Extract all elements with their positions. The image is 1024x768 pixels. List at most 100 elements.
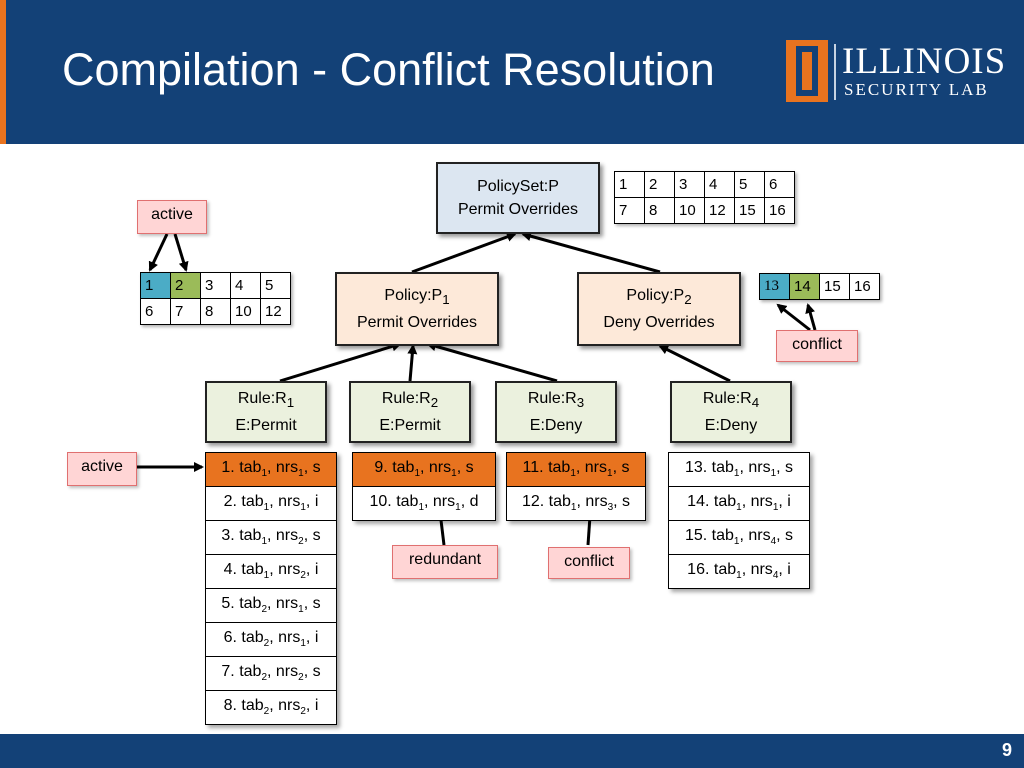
rule-r4-list: 13. tab1, nrs1, s 14. tab1, nrs1, i 15. … [668,452,810,589]
list-item: 1. tab1, nrs1, s [205,452,337,487]
logo-wordmark-line1: ILLINOIS [842,41,1007,82]
redundant-label: redundant [392,545,498,579]
list-item-cell: 4. tab1, nrs2, i [205,554,337,589]
list-item-cell: 11. tab1, nrs1, s [506,452,646,487]
table-cell-conflict: 14 [789,273,820,300]
table-cell: 1 [614,171,645,198]
list-item: 11. tab1, nrs1, s [506,452,646,487]
list-item: 5. tab2, nrs1, s [205,588,337,623]
arrow-active-top-1 [148,233,169,272]
policy-p1-node: Policy:P1 Permit Overrides [335,272,499,346]
rule-r1-name: Rule:R1 [237,389,295,411]
list-item: 2. tab1, nrs1, i [205,486,337,521]
table-row: 6 7 8 10 12 [140,298,291,325]
edge-r1-to-p1 [279,341,402,383]
rule-r2-effect: E:Permit [379,417,441,435]
table-cell: 4 [704,171,735,198]
header-accent-stripe [0,0,6,144]
edge-p2-to-policyset [521,231,661,274]
table-cell: 7 [614,197,645,224]
policyset-node: PolicySet:P Permit Overrides [436,162,600,234]
table-cell: 10 [674,197,705,224]
list-item-cell: 1. tab1, nrs1, s [205,452,337,487]
list-item: 15. tab1, nrs4, s [668,520,810,555]
list-item: 12. tab1, nrs3, s [506,486,646,521]
list-item: 7. tab2, nrs2, s [205,656,337,691]
table-cell: 7 [170,298,201,325]
rule-r3-node: Rule:R3 E:Deny [495,381,617,443]
rule-r3-name: Rule:R3 [527,389,585,411]
arrow-active-top-2 [173,233,189,272]
list-item: 14. tab1, nrs1, i [668,486,810,521]
arrow-conflict-right-1 [776,303,811,332]
rule-r3-list: 11. tab1, nrs1, s 12. tab1, nrs3, s [506,452,646,521]
table-cell: 8 [644,197,675,224]
list-item: 3. tab1, nrs2, s [205,520,337,555]
edge-p1-to-policyset [411,232,517,274]
list-item-cell: 10. tab1, nrs1, d [352,486,496,521]
table-cell: 5 [734,171,765,198]
rule-r2-name: Rule:R2 [381,389,439,411]
list-item-cell: 12. tab1, nrs3, s [506,486,646,521]
table-row: 7 8 10 12 15 16 [614,197,795,224]
active-label-left: active [67,452,137,486]
rule-r2-node: Rule:R2 E:Permit [349,381,471,443]
table-cell: 6 [764,171,795,198]
list-item-cell: 2. tab1, nrs1, i [205,486,337,521]
list-item-cell: 9. tab1, nrs1, s [352,452,496,487]
rule-r1-node: Rule:R1 E:Permit [205,381,327,443]
list-item: 8. tab2, nrs2, i [205,690,337,725]
table-cell: 12 [704,197,735,224]
table-cell: 3 [674,171,705,198]
table-cell: 8 [200,298,231,325]
list-item-cell: 5. tab2, nrs1, s [205,588,337,623]
table-cell: 2 [644,171,675,198]
list-item-cell: 3. tab1, nrs2, s [205,520,337,555]
rule-r4-node: Rule:R4 E:Deny [670,381,792,443]
rule-r2-list: 9. tab1, nrs1, s 10. tab1, nrs1, d [352,452,496,521]
policyset-name: PolicySet:P [477,178,559,195]
logo-wordmark-line2: SECURITY LAB [844,80,989,99]
table-cell: 4 [230,272,261,299]
illinois-column-icon [786,40,828,102]
rule-r4-effect: E:Deny [704,417,758,435]
p1-result-table: 1 2 3 4 5 6 7 8 10 12 [140,272,291,325]
list-item-cell: 15. tab1, nrs4, s [668,520,810,555]
policy-p2-algorithm: Deny Overrides [603,314,715,332]
table-cell: 15 [734,197,765,224]
list-item: 10. tab1, nrs1, d [352,486,496,521]
policy-p2-name: Policy:P2 [626,286,692,308]
rule-r1-list: 1. tab1, nrs1, s 2. tab1, nrs1, i 3. tab… [205,452,337,725]
table-cell: 6 [140,298,171,325]
table-cell: 16 [764,197,795,224]
logo-divider [834,44,836,100]
arrow-conflict-right-2 [805,303,817,331]
policy-p2-node: Policy:P2 Deny Overrides [577,272,741,346]
table-row: 13 14 15 16 [759,273,880,300]
policyset-result-table: 1 2 3 4 5 6 7 8 10 12 15 16 [614,171,795,224]
p2-result-table: 13 14 15 16 [759,273,880,300]
slide-title: Compilation - Conflict Resolution [62,44,715,95]
table-cell: 10 [230,298,261,325]
list-item-cell: 13. tab1, nrs1, s [668,452,810,487]
illinois-security-lab-logo: ILLINOIS SECURITY LAB [786,40,1010,104]
list-item: 16. tab1, nrs4, i [668,554,810,589]
list-item: 4. tab1, nrs2, i [205,554,337,589]
list-item-cell: 8. tab2, nrs2, i [205,690,337,725]
list-item-cell: 14. tab1, nrs1, i [668,486,810,521]
header-bar [0,0,1024,144]
table-cell-active: 1 [140,272,171,299]
conflict-label-right: conflict [776,330,858,362]
conflict-label-bottom: conflict [548,547,630,579]
policyset-algorithm: Permit Overrides [457,201,579,218]
edge-r3-to-p1 [426,341,558,383]
list-item-cell: 16. tab1, nrs4, i [668,554,810,589]
list-item-cell: 7. tab2, nrs2, s [205,656,337,691]
table-row: 1 2 3 4 5 6 [614,171,795,198]
active-label-top: active [137,200,207,234]
list-item: 9. tab1, nrs1, s [352,452,496,487]
list-item: 6. tab2, nrs1, i [205,622,337,657]
table-cell: 12 [260,298,291,325]
edge-r4-to-p2 [658,344,731,383]
table-cell: 5 [260,272,291,299]
